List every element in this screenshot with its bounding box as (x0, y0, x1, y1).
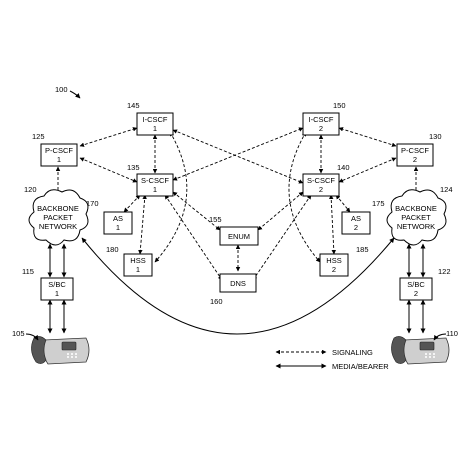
svg-text:2: 2 (413, 155, 417, 164)
svg-text:1: 1 (116, 223, 120, 232)
svg-text:HSS: HSS (326, 256, 341, 265)
as-2-ref: 175 (372, 199, 385, 208)
svg-text:BACKBONE: BACKBONE (37, 204, 79, 213)
signaling-links (55, 127, 419, 281)
svg-text:100: 100 (55, 85, 68, 94)
legend-signaling-label: SIGNALING (332, 348, 373, 357)
enum-ref: 155 (209, 215, 222, 224)
backbone-network-1-ref: 120 (24, 185, 37, 194)
svg-text:S-CSCF: S-CSCF (307, 176, 335, 185)
svg-text:BACKBONE: BACKBONE (395, 204, 437, 213)
svg-text:PACKET: PACKET (43, 213, 73, 222)
svg-text:P-CSCF: P-CSCF (45, 146, 73, 155)
as-1-box: AS 1 (103, 211, 133, 235)
phone-1-icon (31, 336, 90, 365)
svg-text:NETWORK: NETWORK (397, 222, 435, 231)
phone-1-ref-arrow (25, 333, 39, 341)
legend-media-label: MEDIA/BEARER (332, 362, 389, 371)
svg-text:AS: AS (351, 214, 361, 223)
backbone-network-2-ref: 124 (440, 185, 453, 194)
dns-ref: 160 (210, 297, 223, 306)
phone-1-ref: 105 (12, 329, 25, 338)
phone-2-ref-arrow (433, 333, 447, 341)
svg-text:I-CSCF: I-CSCF (309, 115, 334, 124)
sbc-2-box: S/BC 2 (399, 277, 433, 301)
as-2-box: AS 2 (341, 211, 371, 235)
p-cscf-1-ref: 125 (32, 132, 45, 141)
i-cscf-1-box: I-CSCF 1 (136, 112, 174, 136)
phone-2-icon (391, 336, 450, 365)
svg-text:HSS: HSS (130, 256, 145, 265)
svg-text:DNS: DNS (230, 279, 246, 288)
s-cscf-1-box: S-CSCF 1 (136, 173, 174, 197)
s-cscf-2-box: S-CSCF 2 (302, 173, 340, 197)
svg-text:2: 2 (332, 265, 336, 274)
svg-text:S/BC: S/BC (407, 280, 425, 289)
svg-text:PACKET: PACKET (401, 213, 431, 222)
svg-text:1: 1 (55, 289, 59, 298)
as-1-ref: 170 (86, 199, 99, 208)
svg-text:S/BC: S/BC (48, 280, 66, 289)
sbc-1-ref: 115 (22, 267, 34, 276)
dns-box: DNS (219, 273, 257, 293)
i-cscf-2-ref: 150 (333, 101, 346, 110)
svg-text:S-CSCF: S-CSCF (141, 176, 169, 185)
hss-1-ref: 180 (106, 245, 119, 254)
svg-text:AS: AS (113, 214, 123, 223)
backbone-network-1-cloud: BACKBONE PACKET NETWORK (28, 189, 89, 246)
backbone-network-2-cloud: BACKBONE PACKET NETWORK (386, 189, 447, 246)
enum-box: ENUM (219, 226, 259, 246)
hss-2-ref: 185 (356, 245, 369, 254)
s-cscf-2-ref: 140 (337, 163, 350, 172)
svg-text:1: 1 (57, 155, 61, 164)
svg-text:ENUM: ENUM (228, 232, 250, 241)
sbc-1-box: S/BC 1 (40, 277, 74, 301)
svg-text:2: 2 (414, 289, 418, 298)
i-cscf-1-ref: 145 (127, 101, 140, 110)
svg-text:I-CSCF: I-CSCF (143, 115, 168, 124)
svg-text:1: 1 (153, 185, 157, 194)
svg-text:NETWORK: NETWORK (39, 222, 77, 231)
svg-text:P-CSCF: P-CSCF (401, 146, 429, 155)
s-cscf-1-ref: 135 (127, 163, 140, 172)
p-cscf-2-ref: 130 (429, 132, 442, 141)
sbc-2-ref: 122 (438, 267, 451, 276)
phone-2-ref: 110 (446, 329, 458, 338)
svg-text:1: 1 (153, 124, 157, 133)
p-cscf-2-box: P-CSCF 2 (396, 143, 434, 167)
legend: SIGNALING MEDIA/BEARER (275, 348, 389, 371)
media-links (47, 237, 426, 335)
hss-2-box: HSS 2 (319, 253, 349, 277)
svg-text:1: 1 (136, 265, 140, 274)
figure-ref: 100 (55, 85, 81, 99)
hss-1-box: HSS 1 (123, 253, 153, 277)
i-cscf-2-box: I-CSCF 2 (302, 112, 340, 136)
svg-text:2: 2 (319, 124, 323, 133)
svg-text:2: 2 (319, 185, 323, 194)
p-cscf-1-box: P-CSCF 1 (40, 143, 78, 167)
svg-text:2: 2 (354, 223, 358, 232)
